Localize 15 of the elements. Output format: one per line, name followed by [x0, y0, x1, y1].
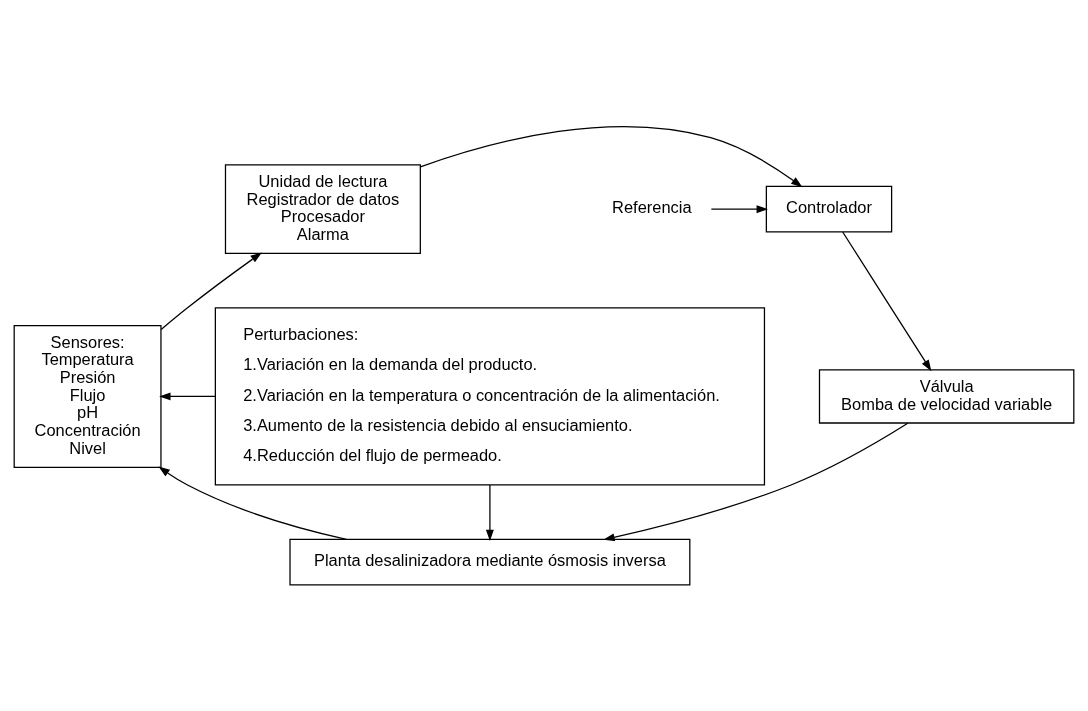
- arrow: [419, 126, 803, 188]
- arrow: [159, 392, 216, 401]
- arrow: [842, 231, 932, 372]
- node-box: Unidad de lectura Registrador de datos Procesador Alarma: [224, 164, 421, 255]
- arrow: [710, 205, 768, 214]
- node-text: Referencia: [612, 198, 692, 217]
- node-box: Planta desalinizadora mediante ósmosis inversa: [289, 538, 691, 586]
- node-box: Controlador: [765, 185, 893, 233]
- node-box: Sensores: Temperatura Presión Flujo pH Concentración Nivel: [13, 324, 162, 468]
- arrow: [485, 484, 494, 542]
- arrow: [160, 252, 262, 331]
- arrow: [158, 466, 348, 540]
- arrow: [603, 422, 909, 542]
- node-box: Perturbaciones: 1.Variación en la demanda del producto. 2.Variación en la temperatura o concentración de la alimentación. 3.Aumento de la resistencia debido al ensuciamiento. 4.Reducción del flujo de permeado.: [214, 307, 766, 486]
- node-box: Válvula Bomba de velocidad variable: [818, 369, 1075, 424]
